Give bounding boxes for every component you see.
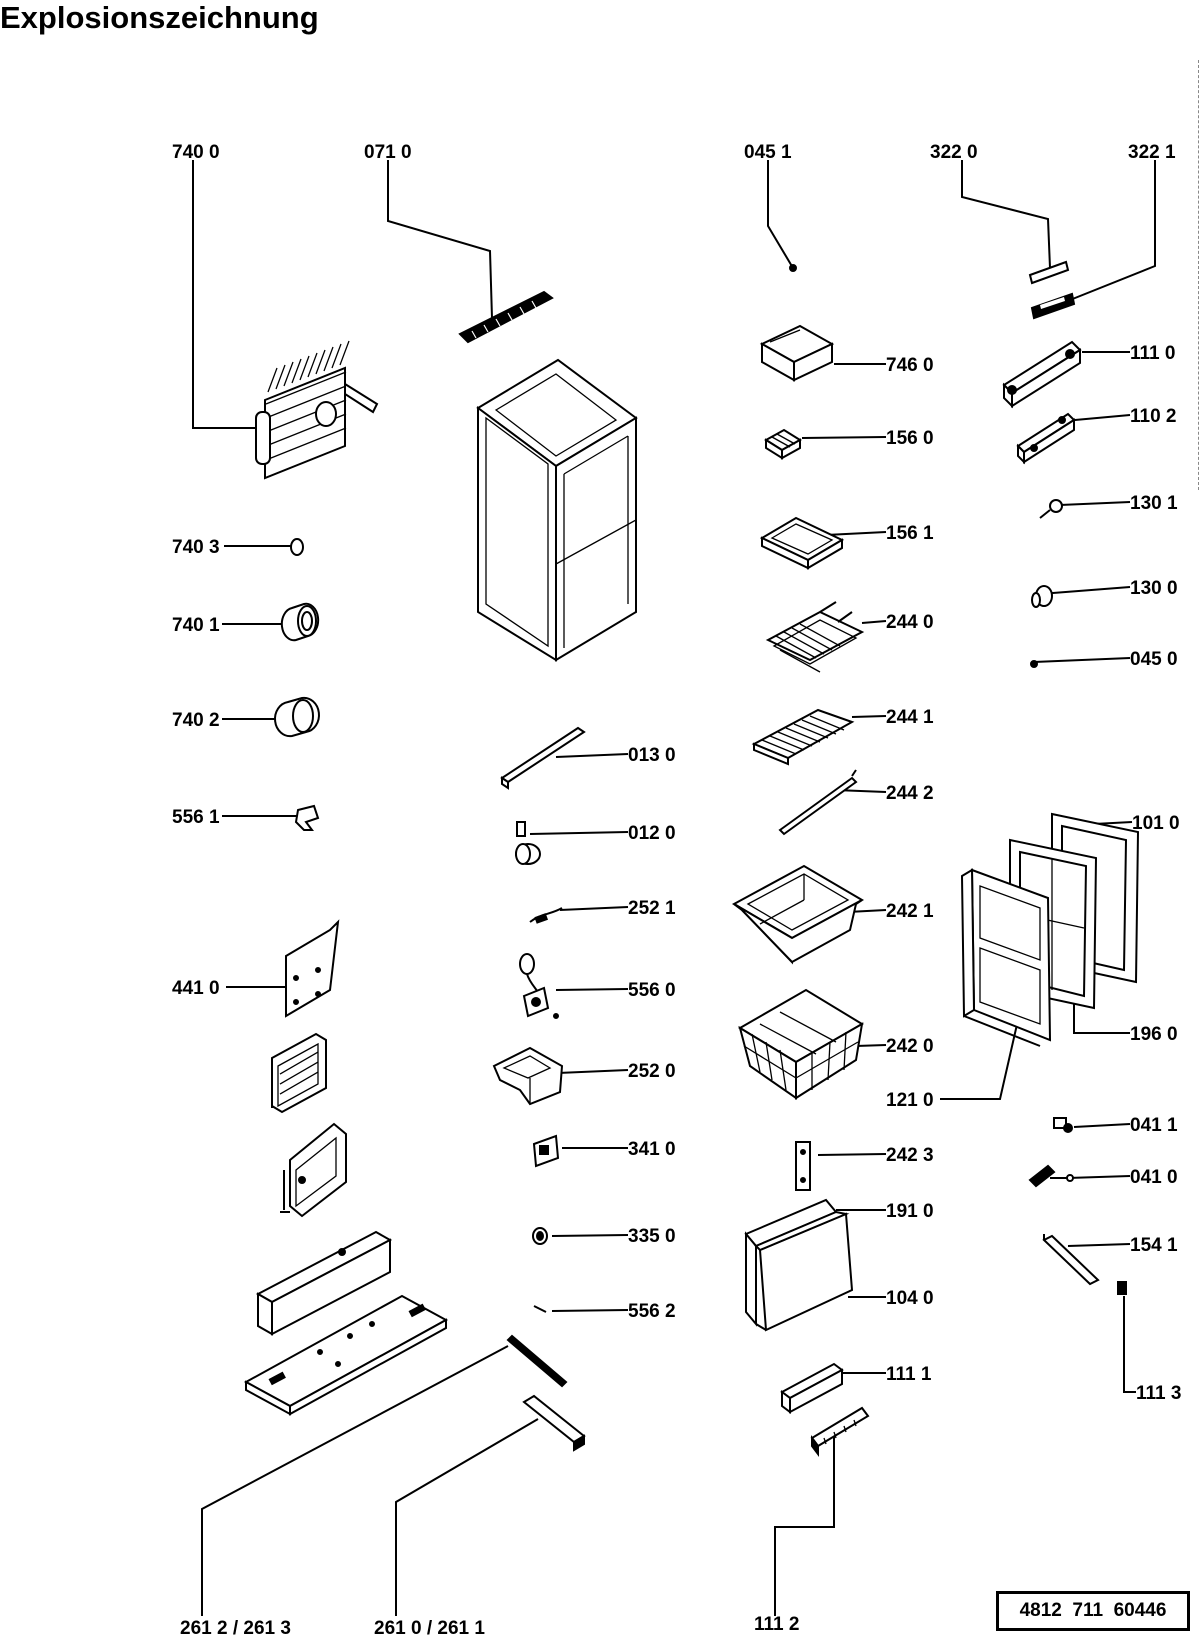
handle-111-1-drawing xyxy=(780,1362,844,1414)
component-block-2-drawing xyxy=(280,1122,347,1218)
condenser-drawing xyxy=(255,340,379,480)
label-556-2: 556 2 xyxy=(628,1301,676,1322)
component-block-1-drawing xyxy=(271,1032,327,1114)
box-746-drawing xyxy=(759,324,835,382)
label-242-3: 242 3 xyxy=(886,1145,934,1166)
label-130-0: 130 0 xyxy=(1130,578,1178,599)
label-156-0: 156 0 xyxy=(886,428,934,449)
label-111-2: 111 2 xyxy=(754,1614,799,1635)
label-740-2: 740 2 xyxy=(172,710,220,731)
clip-556-1-drawing xyxy=(294,804,320,831)
crisper-drawer-242-1-drawing xyxy=(731,864,865,965)
vent-grille-drawing xyxy=(458,290,554,344)
label-041-1: 041 1 xyxy=(1130,1115,1178,1136)
cover-111-2-drawing xyxy=(810,1406,870,1457)
label-441-0: 441 0 xyxy=(172,978,220,999)
label-111-1: 111 1 xyxy=(886,1364,932,1385)
base-plate-drawing xyxy=(243,1294,449,1416)
label-101-0: 101 0 xyxy=(1132,813,1180,834)
cabinet-drawing xyxy=(476,358,638,662)
hinge-041-0-drawing xyxy=(1028,1164,1074,1188)
knob-130-1-drawing xyxy=(1039,499,1063,519)
label-196-0: 196 0 xyxy=(1130,1024,1178,1045)
screw-045-1-drawing xyxy=(789,264,797,272)
label-130-1: 130 1 xyxy=(1130,493,1178,514)
label-252-1: 252 1 xyxy=(628,898,676,919)
rack-244-0-drawing xyxy=(765,601,865,673)
strip-244-2-drawing xyxy=(778,769,858,836)
door-liner-121-0-drawing xyxy=(960,868,1052,1047)
document-number: 4812 711 60446 xyxy=(1019,1600,1167,1621)
handle-111-0-drawing xyxy=(1002,340,1082,409)
ring-740-3-drawing xyxy=(290,538,304,556)
part-156-0-drawing xyxy=(764,428,802,460)
label-261-0-261-1: 261 0 / 261 1 xyxy=(374,1618,485,1638)
label-341-0: 341 0 xyxy=(628,1139,676,1160)
strip-154-1-drawing xyxy=(1042,1234,1100,1286)
plate-441-0-drawing xyxy=(285,919,340,1018)
label-244-2: 244 2 xyxy=(886,783,934,804)
duct-252-0-drawing xyxy=(492,1046,564,1106)
label-242-1: 242 1 xyxy=(886,901,934,922)
tray-156-1-drawing xyxy=(759,516,845,570)
label-012-0: 012 0 xyxy=(628,823,676,844)
label-556-0: 556 0 xyxy=(628,980,676,1001)
label-322-0: 322 0 xyxy=(930,142,978,163)
rail-261-2-drawing xyxy=(506,1334,568,1388)
label-242-0: 242 0 xyxy=(886,1036,934,1057)
label-322-1: 322 1 xyxy=(1128,142,1176,163)
thermostat-556-0-drawing xyxy=(519,953,559,1019)
label-261-2-261-3: 261 2 / 261 3 xyxy=(180,1618,291,1638)
label-335-0: 335 0 xyxy=(628,1226,676,1247)
rail-261-0-drawing xyxy=(522,1394,586,1452)
label-740-0: 740 0 xyxy=(172,142,220,163)
part-341-0-drawing xyxy=(532,1134,560,1168)
label-110-2: 110 2 xyxy=(1130,406,1177,427)
castor-012-0-drawing xyxy=(515,821,541,865)
part-556-2-drawing xyxy=(533,1305,547,1313)
label-071-0: 071 0 xyxy=(364,142,412,163)
label-045-0: 045 0 xyxy=(1130,649,1178,670)
part-labels: 740 0 071 0 045 1 322 0 322 1 746 0 111 … xyxy=(172,142,1181,1638)
document-number-box: 4812 711 60446 xyxy=(996,1591,1190,1631)
label-013-0: 013 0 xyxy=(628,745,676,766)
label-244-1: 244 1 xyxy=(886,707,934,728)
label-556-1: 556 1 xyxy=(172,807,220,828)
label-104-0: 104 0 xyxy=(886,1288,934,1309)
bracket-041-1-drawing xyxy=(1053,1117,1073,1133)
label-252-0: 252 0 xyxy=(628,1061,676,1082)
part-242-3-drawing xyxy=(795,1141,811,1191)
plinth-drawing xyxy=(255,1230,393,1336)
basket-242-0-drawing xyxy=(738,988,864,1100)
sleeve-740-1-drawing xyxy=(280,602,320,642)
label-740-1: 740 1 xyxy=(172,615,220,636)
page-title: Explosionszeichnung xyxy=(0,0,319,35)
label-121-0: 121 0 xyxy=(886,1090,934,1111)
part-252-1-drawing xyxy=(529,907,563,924)
label-740-3: 740 3 xyxy=(172,537,220,558)
rail-013-0-drawing xyxy=(500,726,586,790)
freezer-door-drawing xyxy=(744,1198,854,1332)
label-191-0: 191 0 xyxy=(886,1201,934,1222)
label-041-0: 041 0 xyxy=(1130,1167,1178,1188)
scan-edge-line xyxy=(1198,60,1200,490)
hinge-110-2-drawing xyxy=(1016,412,1076,465)
label-154-1: 154 1 xyxy=(1130,1235,1178,1256)
label-156-1: 156 1 xyxy=(886,523,934,544)
label-111-3: 111 3 xyxy=(1136,1383,1181,1404)
part-335-0-drawing xyxy=(532,1227,548,1245)
screw-045-0-drawing xyxy=(1030,660,1038,668)
label-244-0: 244 0 xyxy=(886,612,934,633)
leader-lines xyxy=(192,160,1156,1616)
knob-130-0-drawing xyxy=(1031,585,1053,608)
grid-shelf-244-1-drawing xyxy=(751,708,855,766)
label-746-0: 746 0 xyxy=(886,355,934,376)
label-045-1: 045 1 xyxy=(744,142,792,163)
label-111-0: 111 0 xyxy=(1130,343,1175,364)
cap-111-3-drawing xyxy=(1117,1281,1127,1295)
sleeve-740-2-drawing xyxy=(274,696,320,738)
hinge-cover-drawings xyxy=(1028,260,1076,320)
